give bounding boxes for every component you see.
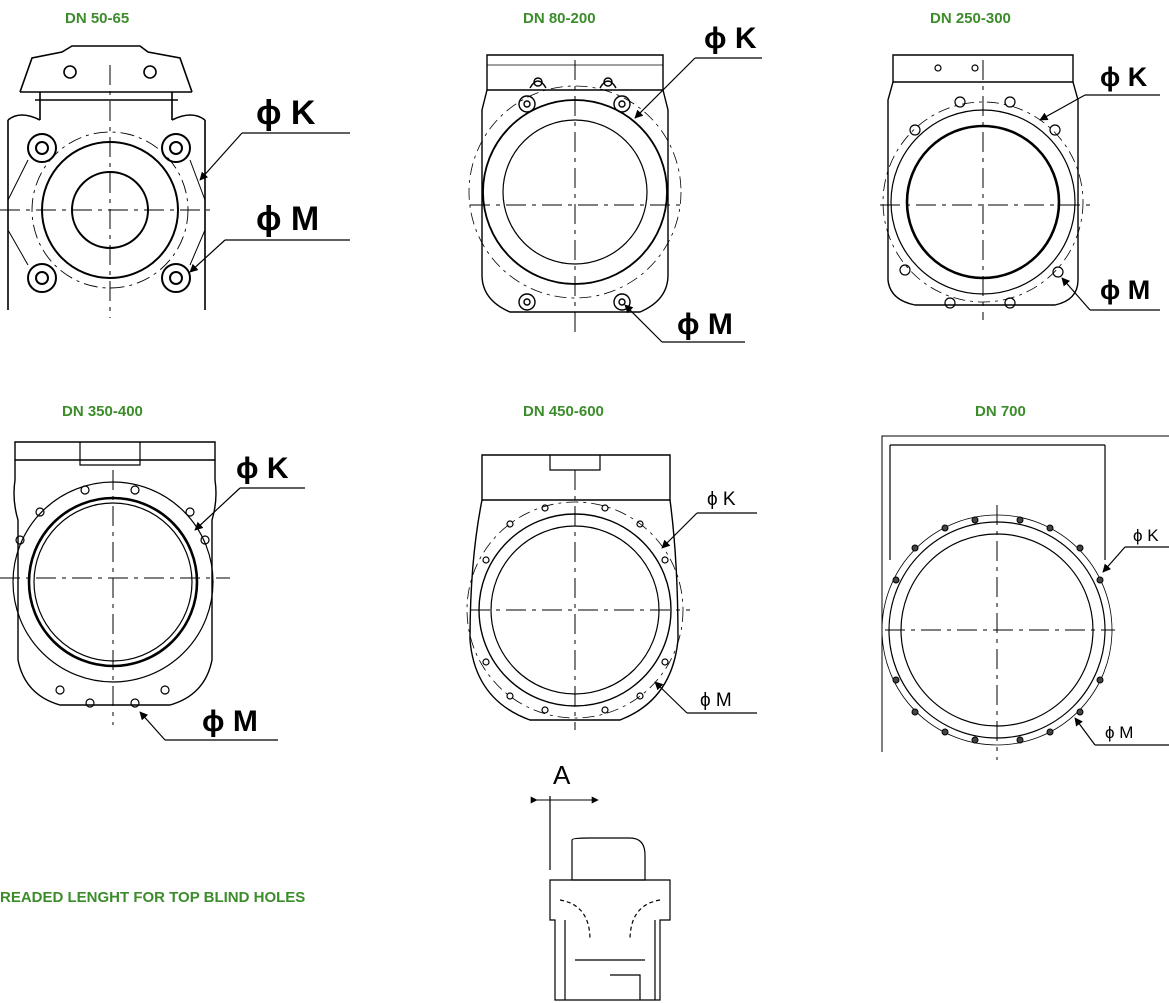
section-label-a: A xyxy=(553,760,571,790)
label-m-dn-450-600: ϕ M xyxy=(700,690,732,711)
valve-drawing-dn-80-200 xyxy=(468,54,762,343)
label-m-dn-700: ϕ M xyxy=(1105,723,1133,742)
threaded-length-note: READED LENGHT FOR TOP BLIND HOLES xyxy=(0,889,306,906)
valve-drawing-dn-50-65 xyxy=(0,45,350,318)
title-dn-80-200: DN 80-200 xyxy=(523,10,596,27)
label-k-dn-250-300: ϕ K xyxy=(1100,62,1148,92)
label-m-dn-250-300: ϕ M xyxy=(1100,275,1150,305)
label-k-dn-50-65: ϕ K xyxy=(256,94,316,132)
title-dn-700: DN 700 xyxy=(975,403,1026,420)
label-k-dn-450-600: ϕ K xyxy=(707,489,736,510)
valve-drawing-dn-350-400 xyxy=(0,441,305,741)
title-dn-50-65: DN 50-65 xyxy=(65,10,130,27)
label-m-dn-350-400: ϕ M xyxy=(202,705,258,738)
title-dn-350-400: DN 350-400 xyxy=(62,403,143,420)
valve-drawing-dn-250-300 xyxy=(880,54,1160,320)
label-m-dn-50-65: ϕ M xyxy=(256,200,319,238)
title-dn-250-300: DN 250-300 xyxy=(930,10,1011,27)
valve-drawing-dn-450-600 xyxy=(466,454,757,730)
label-k-dn-350-400: ϕ K xyxy=(236,452,289,485)
label-k-dn-700: ϕ K xyxy=(1133,526,1159,545)
label-m-dn-80-200: ϕ M xyxy=(677,308,733,341)
label-k-dn-80-200: ϕ K xyxy=(704,22,757,55)
valve-drawing-dn-700 xyxy=(881,435,1169,760)
section-detail-a xyxy=(530,796,671,1001)
title-dn-450-600: DN 450-600 xyxy=(523,403,604,420)
